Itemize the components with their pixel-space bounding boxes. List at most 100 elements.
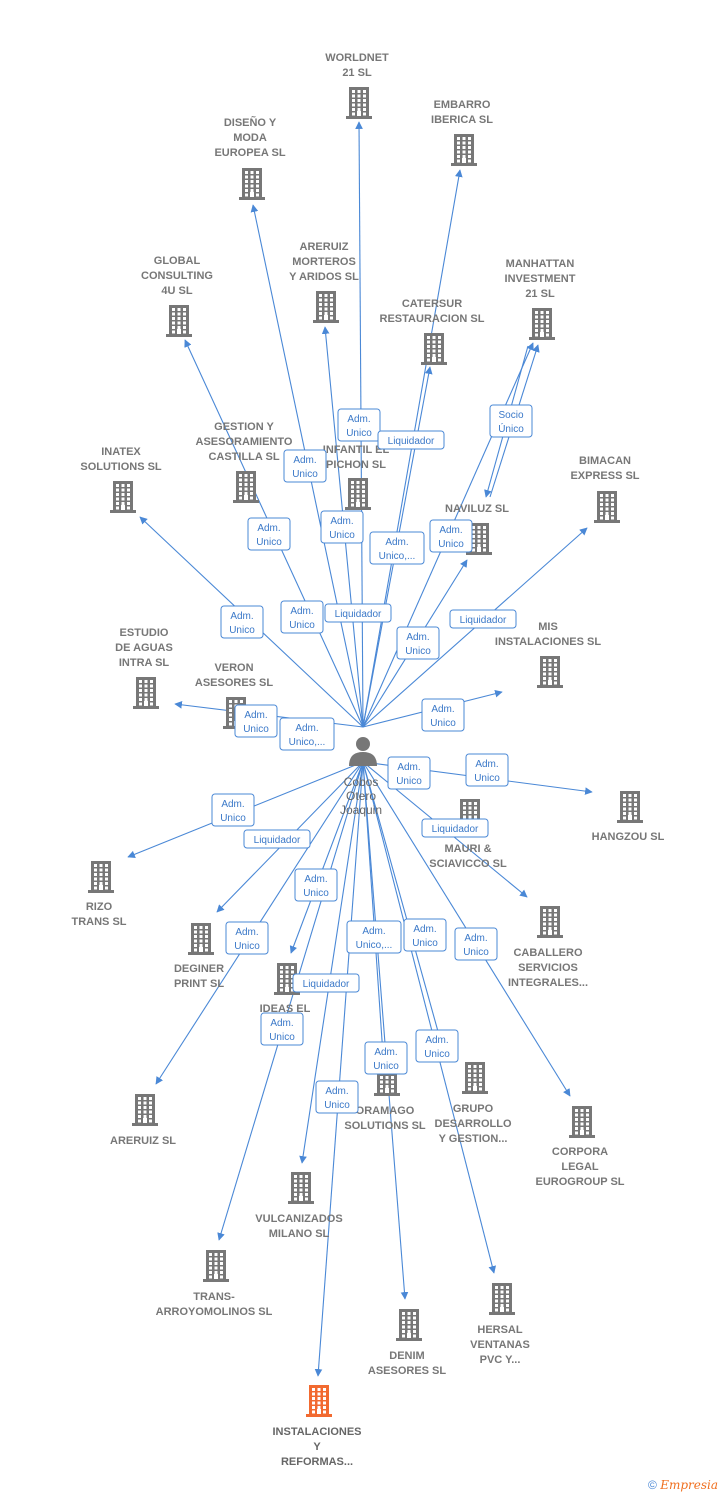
company-node-deginer[interactable]: DEGINER PRINT SL xyxy=(174,923,224,990)
company-label[interactable]: RIZO xyxy=(86,901,113,913)
company-label[interactable]: INTRA SL xyxy=(119,657,170,669)
building-icon[interactable] xyxy=(345,478,371,510)
building-icon[interactable] xyxy=(489,1283,515,1315)
building-icon[interactable] xyxy=(133,677,159,709)
company-node-vulcanizados[interactable]: VULCANIZADOS MILANO SL xyxy=(255,1172,343,1240)
company-label[interactable]: DE AGUAS xyxy=(115,642,173,654)
company-node-denim[interactable]: DENIM ASESORES SL xyxy=(368,1309,447,1377)
company-label[interactable]: PVC Y... xyxy=(480,1354,521,1366)
company-label[interactable]: INATEX xyxy=(101,446,141,458)
company-node-manhattan[interactable]: MANHATTAN INVESTMENT 21 SL xyxy=(505,258,576,340)
building-icon[interactable] xyxy=(421,333,447,365)
company-label[interactable]: Y xyxy=(313,1441,321,1453)
company-label[interactable]: SOLUTIONS SL xyxy=(344,1120,426,1132)
person-label[interactable]: Joaquin xyxy=(340,803,382,817)
company-label[interactable]: SERVICIOS xyxy=(518,962,578,974)
company-label[interactable]: INTEGRALES... xyxy=(508,977,588,989)
building-icon[interactable] xyxy=(88,861,114,893)
company-label[interactable]: PRINT SL xyxy=(174,978,224,990)
company-node-areruiz-morteros[interactable]: ARERUIZ MORTEROS Y ARIDOS SL xyxy=(289,241,359,323)
company-label[interactable]: VULCANIZADOS xyxy=(255,1213,342,1225)
building-icon[interactable] xyxy=(132,1094,158,1126)
company-label[interactable]: REFORMAS... xyxy=(281,1456,353,1468)
building-icon[interactable] xyxy=(594,491,620,523)
company-label[interactable]: HANGZOU SL xyxy=(592,831,665,843)
company-label[interactable]: EXPRESS SL xyxy=(570,470,639,482)
building-icon[interactable] xyxy=(617,791,643,823)
building-icon[interactable] xyxy=(537,906,563,938)
company-node-naviluz[interactable]: NAVILUZ SL xyxy=(445,503,509,555)
company-label[interactable]: DISEÑO Y xyxy=(224,116,277,129)
building-icon[interactable] xyxy=(288,1172,314,1204)
company-label[interactable]: CATERSUR xyxy=(402,298,462,310)
company-label[interactable]: MANHATTAN xyxy=(506,258,575,270)
company-node-diseno[interactable]: DISEÑO Y MODA EUROPEA SL xyxy=(214,116,286,200)
company-label[interactable]: DESARROLLO xyxy=(435,1118,512,1130)
building-icon[interactable] xyxy=(239,168,265,200)
company-label[interactable]: TRANS SL xyxy=(72,916,127,928)
company-node-inatex[interactable]: INATEX SOLUTIONS SL xyxy=(80,446,162,513)
company-label[interactable]: ASESORES SL xyxy=(368,1365,447,1377)
company-label[interactable]: EUROGROUP SL xyxy=(535,1176,624,1188)
company-label[interactable]: GESTION Y xyxy=(214,421,274,433)
company-label[interactable]: Y ARIDOS SL xyxy=(289,271,359,283)
company-label[interactable]: DEGINER xyxy=(174,963,224,975)
building-icon[interactable] xyxy=(529,308,555,340)
company-label[interactable]: BIMACAN xyxy=(579,455,631,467)
company-node-bimacan[interactable]: BIMACAN EXPRESS SL xyxy=(570,455,640,523)
company-label[interactable]: EUROPEA SL xyxy=(214,147,285,159)
company-label[interactable]: GLOBAL xyxy=(154,255,201,267)
company-label[interactable]: MILANO SL xyxy=(269,1228,330,1240)
company-label[interactable]: ORAMAGO xyxy=(356,1105,415,1117)
company-node-estudio[interactable]: ESTUDIO DE AGUAS INTRA SL xyxy=(115,627,173,709)
company-label[interactable]: MODA xyxy=(233,132,267,144)
person-icon[interactable] xyxy=(349,737,377,766)
company-node-global[interactable]: GLOBAL CONSULTING 4U SL xyxy=(141,255,213,337)
company-label[interactable]: ASESORES SL xyxy=(195,677,274,689)
building-icon[interactable] xyxy=(466,523,492,555)
company-label[interactable]: ESTUDIO xyxy=(120,627,169,639)
company-node-areruiz[interactable]: ARERUIZ SL xyxy=(110,1094,176,1147)
company-node-caballero[interactable]: CABALLERO SERVICIOS INTEGRALES... xyxy=(508,906,588,989)
building-icon[interactable] xyxy=(233,471,259,503)
company-label[interactable]: ARERUIZ SL xyxy=(110,1135,176,1147)
company-label[interactable]: 4U SL xyxy=(161,285,192,297)
company-label[interactable]: SOLUTIONS SL xyxy=(80,461,162,473)
company-label[interactable]: SCIAVICCO SL xyxy=(429,858,507,870)
company-label[interactable]: IDEAS EL xyxy=(260,1003,311,1015)
company-label[interactable]: LEGAL xyxy=(561,1161,599,1173)
building-icon[interactable] xyxy=(462,1062,488,1094)
company-node-rizo[interactable]: RIZO TRANS SL xyxy=(72,861,127,928)
company-label[interactable]: TRANS- xyxy=(193,1291,235,1303)
company-label[interactable]: INVESTMENT xyxy=(505,273,576,285)
company-label[interactable]: HERSAL xyxy=(477,1324,523,1336)
company-label[interactable]: INSTALACIONES SL xyxy=(495,636,601,648)
building-icon[interactable] xyxy=(537,656,563,688)
building-icon[interactable] xyxy=(188,923,214,955)
company-label[interactable]: CONSULTING xyxy=(141,270,213,282)
company-label[interactable]: MORTEROS xyxy=(292,256,356,268)
company-node-instalaciones[interactable]: INSTALACIONES Y REFORMAS... xyxy=(272,1385,362,1468)
company-label[interactable]: CABALLERO xyxy=(513,947,582,959)
building-icon[interactable] xyxy=(166,305,192,337)
company-label[interactable]: CASTILLA SL xyxy=(208,451,279,463)
building-icon[interactable] xyxy=(203,1250,229,1282)
building-icon[interactable] xyxy=(569,1106,595,1138)
company-label[interactable]: INSTALACIONES xyxy=(272,1426,361,1438)
company-label[interactable]: PICHON SL xyxy=(326,459,386,471)
company-node-hersal[interactable]: HERSAL VENTANAS PVC Y... xyxy=(470,1283,530,1366)
company-label[interactable]: VERON xyxy=(214,662,253,674)
company-label[interactable]: DENIM xyxy=(389,1350,424,1362)
company-label[interactable]: ASESORAMIENTO xyxy=(196,436,293,448)
company-label[interactable]: 21 SL xyxy=(525,288,555,300)
company-label[interactable]: MAURI & xyxy=(444,843,491,855)
company-label[interactable]: ARERUIZ xyxy=(300,241,349,253)
company-label[interactable]: VENTANAS xyxy=(470,1339,530,1351)
company-node-trans-arroyo[interactable]: TRANS-ARROYOMOLINOS SL xyxy=(156,1250,273,1318)
building-icon[interactable] xyxy=(274,963,300,995)
